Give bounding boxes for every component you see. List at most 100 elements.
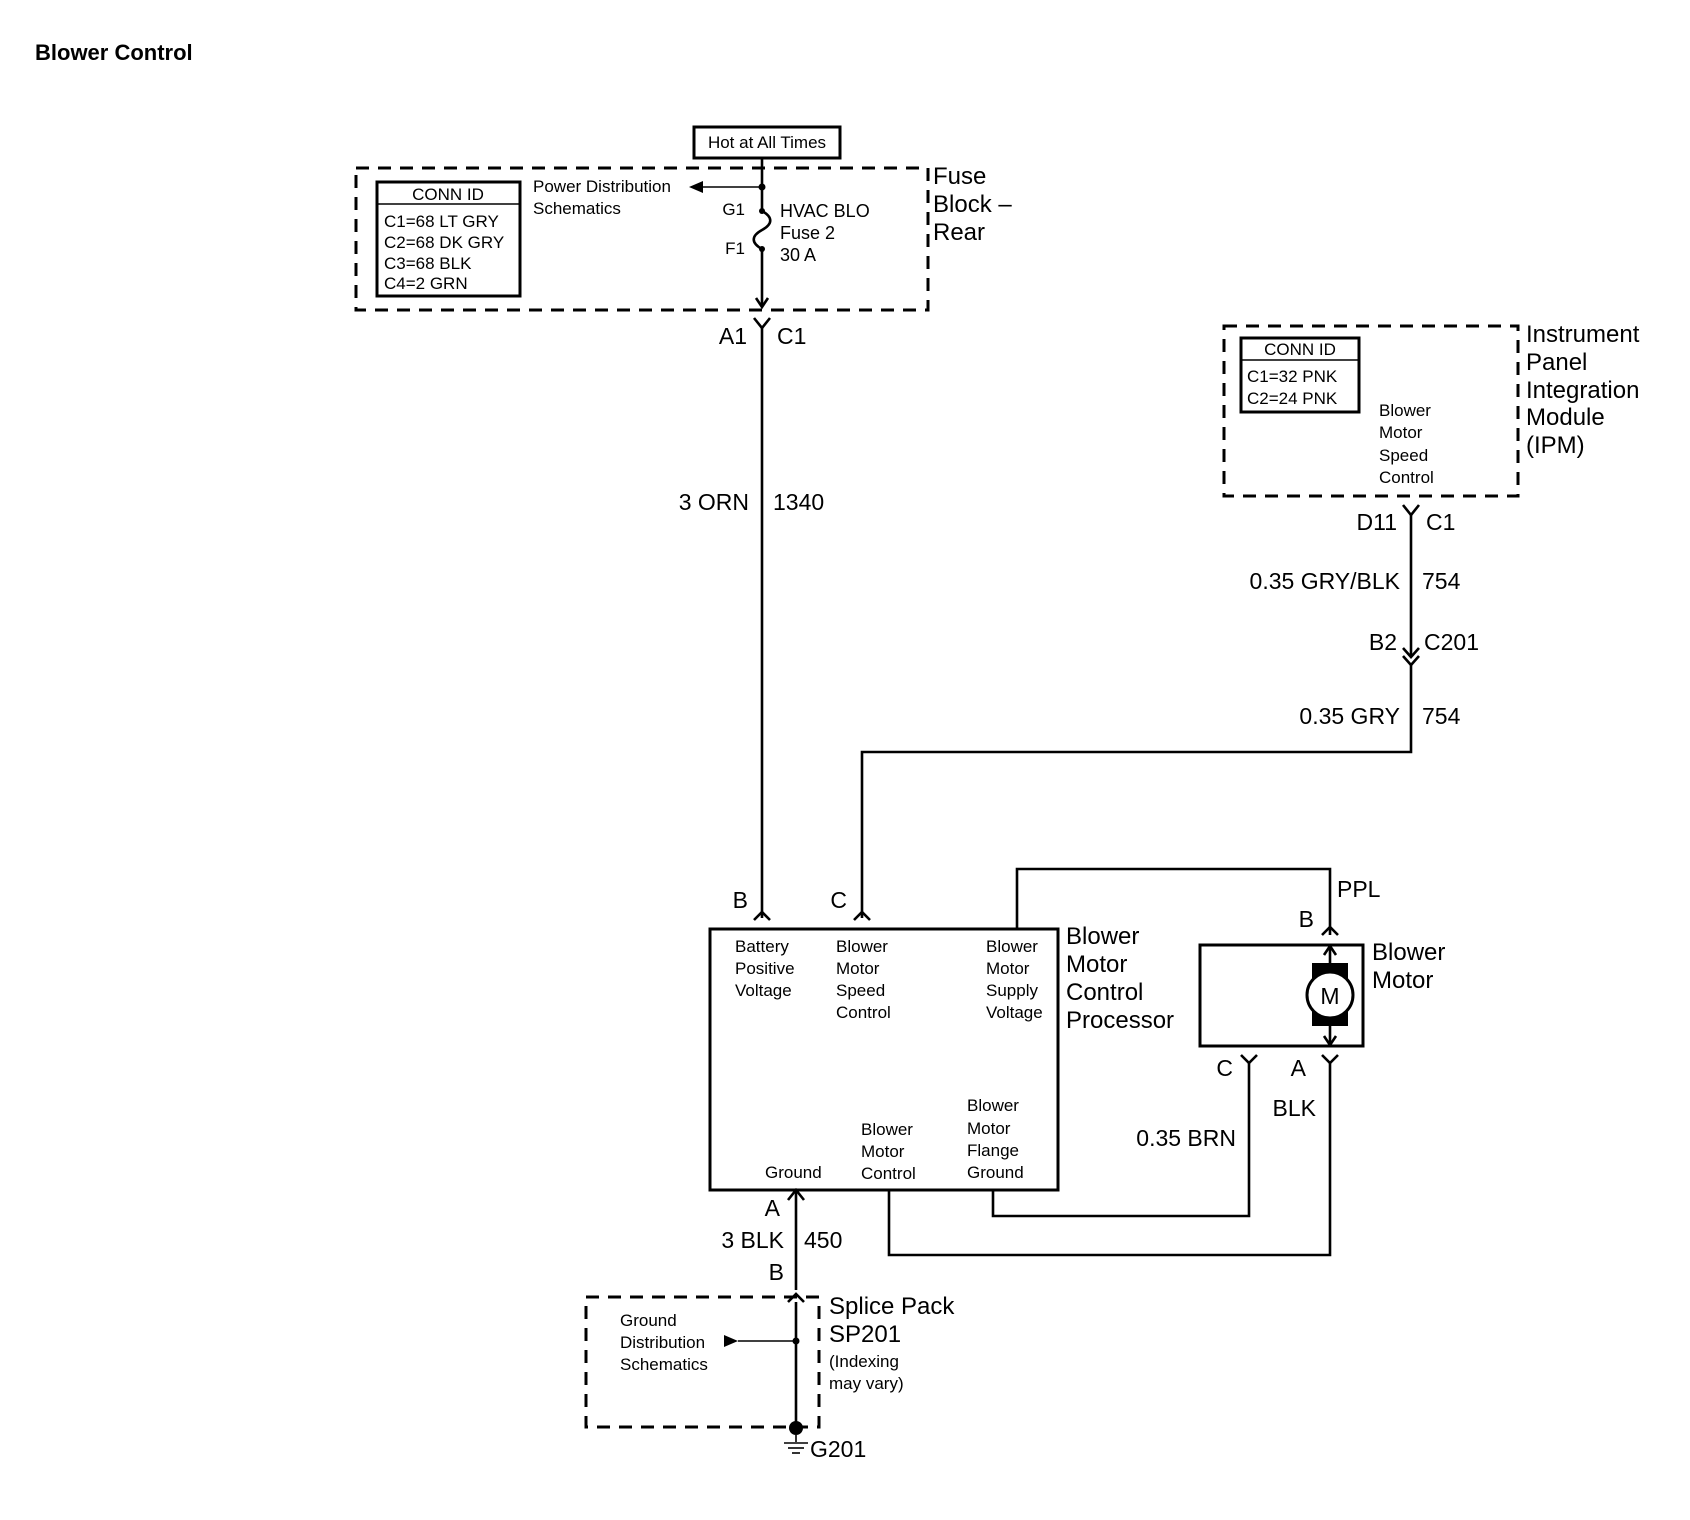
fuse-label-line-1: HVAC BLO: [780, 201, 870, 221]
wire-754-lower: [860, 665, 1413, 918]
wire-450-top-connector: [786, 1187, 806, 1201]
ground-icon: [784, 1435, 808, 1454]
motor-symbol: M: [1320, 983, 1339, 1009]
blower-motor-name-line-2: Motor: [1372, 967, 1433, 994]
speed-control-line-4: Control: [836, 1003, 891, 1022]
diagram-title: Blower Control: [35, 40, 193, 65]
fuse-block-name-line-3: Rear: [933, 219, 985, 246]
fuse-block-conn-c2: C2=68 DK GRY: [384, 233, 504, 252]
connector-c201-label: C201: [1424, 629, 1479, 655]
fuse-block-conn-id-box: [375, 180, 522, 298]
wire-ppl-label: PPL: [1337, 876, 1381, 902]
flange-ground-line-4: Ground: [967, 1163, 1024, 1182]
motor-pin-c: C: [1216, 1055, 1233, 1081]
motor-control-line-3: Control: [861, 1164, 916, 1183]
ground-g201-label: G201: [810, 1436, 866, 1462]
ground-distribution-line-1: Ground: [620, 1311, 677, 1330]
connector-pin-d11: D11: [1357, 509, 1398, 535]
blower-motor-box: [1198, 943, 1365, 1048]
processor-name-line-3: Control: [1066, 979, 1143, 1006]
fuse-pin-f1: F1: [725, 239, 745, 258]
ipm-function-line-2: Motor: [1379, 423, 1423, 442]
fuse-pin-g1: G1: [722, 200, 745, 219]
ground-distribution-line-2: Distribution: [620, 1333, 705, 1352]
motor-pin-b: B: [1299, 906, 1314, 932]
wire-ppl: [1015, 867, 1332, 935]
processor-name-line-2: Motor: [1066, 951, 1127, 978]
ipm-function-line-3: Speed: [1379, 446, 1428, 465]
fuse-block-outline: [354, 166, 930, 312]
ipm-name-line-2: Panel: [1526, 349, 1587, 376]
ground-distribution-arrow-icon: [724, 1335, 738, 1347]
connector-c201-pin-b2: B2: [1369, 629, 1397, 655]
wire-brn: [991, 1063, 1251, 1218]
wire-brn-label: 0.35 BRN: [1136, 1125, 1236, 1151]
wire-754-lower-circuit: 754: [1422, 703, 1461, 729]
fuse-label-line-3: 30 A: [780, 245, 816, 265]
fuse-block-conn-c1: C1=68 LT GRY: [384, 212, 499, 231]
blower-motor: B Blower Motor M C A: [1198, 906, 1445, 1081]
splice-pack-name-line-2: SP201: [829, 1321, 901, 1348]
power-distribution-arrow-icon: [689, 181, 703, 193]
splice-pack-note-line-2: may vary): [829, 1374, 904, 1393]
wire-1340-circuit: 1340: [773, 489, 824, 515]
blower-motor-name-line-1: Blower: [1372, 939, 1445, 966]
connector-c1-ipm: C1: [1426, 509, 1455, 535]
ipm-name-line-3: Integration: [1526, 377, 1639, 404]
motor-icon: M: [1305, 943, 1355, 1048]
motor-pin-c-connector: [1240, 1054, 1258, 1065]
hot-at-all-times-label: Hot at All Times: [708, 133, 826, 152]
battery-voltage-line-2: Positive: [735, 959, 795, 978]
wire-754-upper-gauge-color: 0.35 GRY/BLK: [1250, 568, 1401, 594]
fuse-icon: [752, 158, 772, 310]
fuse-block-name-line-2: Block –: [933, 191, 1012, 218]
flange-ground-line-1: Blower: [967, 1096, 1019, 1115]
splice-pack-sp201: Splice Pack SP201 (Indexing may vary) Gr…: [584, 1293, 955, 1435]
connector-c1-fuse: C1: [777, 323, 806, 349]
power-distribution-line-2: Schematics: [533, 199, 621, 218]
connector-c201: B2 C201: [1369, 629, 1479, 667]
fuse-block-conn-c3: C3=68 BLK: [384, 254, 472, 273]
ipm-outline: [1222, 324, 1520, 498]
hot-at-all-times-box: [692, 125, 842, 160]
instrument-panel-integration-module: Instrument Panel Integration Module (IPM…: [1222, 321, 1640, 498]
ipm-name-line-5: (IPM): [1526, 432, 1585, 459]
speed-control-line-3: Speed: [836, 981, 885, 1000]
wire-450-pin-a: A: [765, 1195, 781, 1221]
fuse-block-name-line-1: Fuse: [933, 163, 986, 190]
processor-name-line-4: Processor: [1066, 1007, 1174, 1034]
processor-pin-b-connector: [753, 910, 771, 921]
fuse-block-rear: Fuse Block – Rear CONN ID C1=68 LT GRY C…: [354, 158, 1012, 312]
ground-distribution-line-3: Schematics: [620, 1355, 708, 1374]
wire-450-gauge-color: 3 BLK: [721, 1227, 784, 1253]
processor-ground-label: Ground: [765, 1163, 822, 1182]
motor-pin-a-connector: [1321, 1054, 1339, 1065]
processor-name-line-1: Blower: [1066, 923, 1139, 950]
wire-1340-gauge-color: 3 ORN: [679, 489, 749, 515]
supply-voltage-line-4: Voltage: [986, 1003, 1043, 1022]
processor-pin-c: C: [830, 887, 847, 913]
connector-pin-a1: A1: [719, 323, 747, 349]
flange-ground-line-3: Flange: [967, 1141, 1019, 1160]
supply-voltage-line-3: Supply: [986, 981, 1038, 1000]
fuse-label-line-2: Fuse 2: [780, 223, 835, 243]
power-distribution-line-1: Power Distribution: [533, 177, 671, 196]
supply-voltage-line-1: Blower: [986, 937, 1038, 956]
connector-d11-c1: D11 C1: [1357, 504, 1455, 535]
wire-blk-label: BLK: [1273, 1095, 1317, 1121]
ipm-name-line-4: Module: [1526, 404, 1605, 431]
wire-450: A 3 BLK 450 B: [721, 1187, 842, 1303]
fuse-block-conn-c4: C4=2 GRN: [384, 274, 468, 293]
wire-blk: [887, 1063, 1332, 1257]
speed-control-line-2: Motor: [836, 959, 880, 978]
battery-voltage-line-3: Voltage: [735, 981, 792, 1000]
ipm-function-line-4: Control: [1379, 468, 1434, 487]
ipm-conn-id-box: [1239, 336, 1361, 414]
speed-control-line-1: Blower: [836, 937, 888, 956]
ipm-conn-c1: C1=32 PNK: [1247, 367, 1338, 386]
processor-pin-c-connector: [853, 910, 871, 921]
ipm-name-line-1: Instrument: [1526, 321, 1640, 348]
motor-pin-b-connector: [1321, 925, 1339, 936]
wire-450-circuit: 450: [804, 1227, 842, 1253]
